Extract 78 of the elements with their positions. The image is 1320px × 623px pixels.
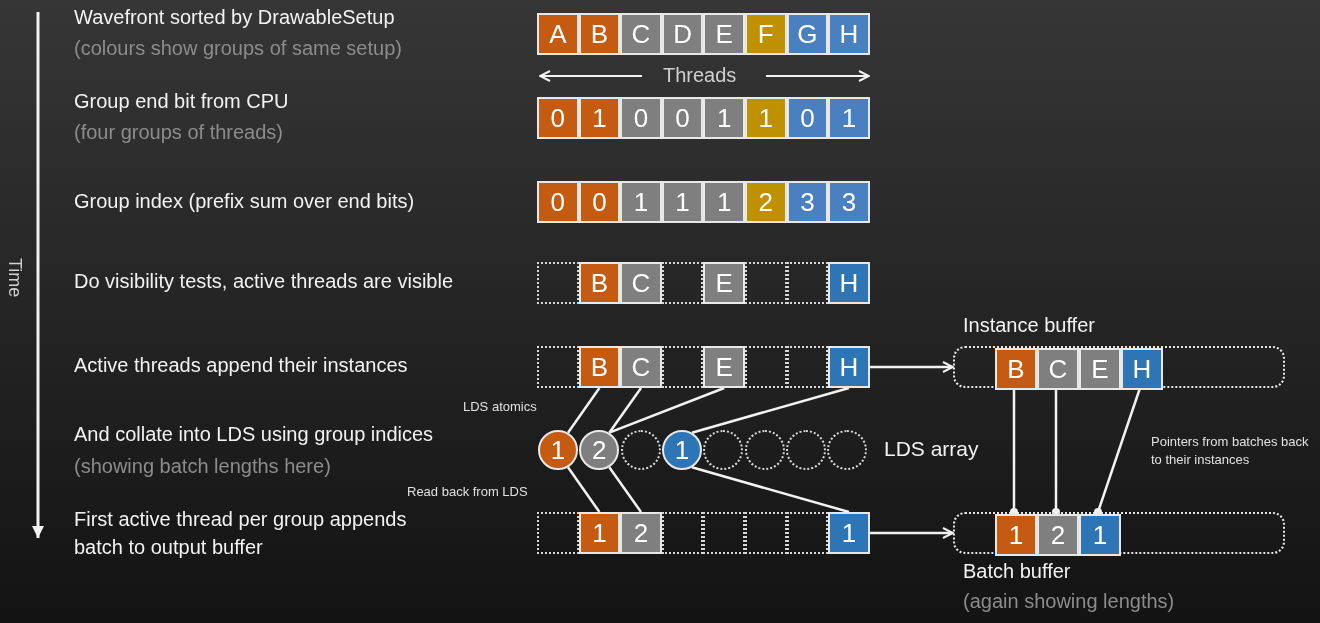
connector-line	[608, 387, 642, 434]
thread-cell: 0	[537, 97, 579, 139]
step-text: Group index (prefix sum over end bits)	[74, 190, 415, 213]
buffer-heading: Instance buffer	[963, 314, 1095, 337]
step-text: First active thread per group appends batch to output buffer	[74, 507, 408, 560]
thread-cell: E	[1079, 348, 1121, 390]
thread-cell: 1	[703, 97, 745, 139]
empty-slot	[745, 512, 787, 554]
thread-cell: A	[537, 13, 579, 55]
annotation: LDS atomics	[463, 400, 537, 415]
step-text: Active threads append their instances	[74, 354, 408, 377]
thread-cell: C	[620, 346, 662, 388]
connector-line	[566, 466, 601, 513]
axis-label: Threads	[663, 64, 737, 87]
thread-cell: 1	[1079, 514, 1121, 556]
connector-line	[608, 466, 642, 513]
thread-cell: 3	[786, 181, 829, 223]
thread-cell: 1	[703, 181, 745, 223]
empty-lds-slot	[827, 430, 868, 470]
thread-cell: D	[661, 13, 704, 55]
thread-cell: H	[828, 262, 870, 304]
thread-cell: C	[620, 13, 662, 55]
thread-cell: 1	[578, 97, 621, 139]
annotation: Read back from LDS	[407, 485, 528, 500]
empty-lds-slot	[744, 430, 785, 470]
step-text: Wavefront sorted by DrawableSetup	[74, 6, 395, 29]
thread-cell: E	[703, 262, 745, 304]
thread-cell: 1	[578, 512, 621, 554]
thread-cell: 0	[620, 97, 662, 139]
thread-cell: 1	[745, 97, 787, 139]
thread-cell: C	[1037, 348, 1079, 390]
empty-lds-slot	[785, 430, 826, 470]
thread-cell: 1	[661, 181, 704, 223]
connector-line	[566, 387, 601, 434]
step-text: Do visibility tests, active threads are visible	[74, 270, 454, 293]
step-note: (four groups of threads)	[74, 121, 283, 144]
thread-cell: 0	[578, 181, 621, 223]
thread-cell: H	[1121, 348, 1163, 390]
thread-cell: 1	[828, 97, 870, 139]
arrow	[869, 527, 954, 539]
connector-line	[691, 386, 850, 434]
lds-slot: 2	[579, 430, 620, 470]
thread-cell: G	[786, 13, 829, 55]
array-label: LDS array	[884, 437, 979, 462]
connector-line	[691, 466, 850, 514]
empty-slot	[703, 512, 745, 554]
thread-cell: B	[578, 346, 621, 388]
step-text: And collate into LDS using group indices	[74, 423, 434, 446]
thread-cell: 1	[828, 512, 870, 554]
thread-cell: H	[828, 346, 870, 388]
thread-cell: B	[578, 13, 621, 55]
thread-cell: H	[828, 13, 870, 55]
thread-cell: 2	[1037, 514, 1079, 556]
thread-cell: B	[578, 262, 621, 304]
thread-cell: E	[703, 13, 745, 55]
thread-cell: 2	[745, 181, 787, 223]
thread-cell: 0	[786, 97, 829, 139]
thread-cell: C	[620, 262, 662, 304]
thread-cell: 1	[995, 514, 1037, 556]
connector-line	[608, 386, 725, 434]
thread-cell: B	[995, 348, 1037, 390]
thread-cell: F	[745, 13, 787, 55]
step-text: Group end bit from CPU	[74, 90, 289, 113]
step-note: (showing batch lengths here)	[74, 455, 331, 478]
thread-cell: 3	[828, 181, 870, 223]
buffer-heading: Batch buffer	[963, 560, 1071, 583]
lds-slot: 1	[538, 430, 578, 470]
axis-label: Time	[4, 258, 25, 298]
arrow	[869, 361, 954, 373]
thread-cell: 0	[537, 181, 579, 223]
thread-cell: E	[703, 346, 745, 388]
thread-cell: 1	[620, 181, 662, 223]
thread-cell: 0	[661, 97, 704, 139]
buffer-note: (again showing lengths)	[963, 590, 1175, 613]
thread-cell: 2	[620, 512, 662, 554]
step-note: (colours show groups of same setup)	[74, 37, 402, 60]
lds-slot: 1	[661, 430, 702, 470]
annotation: Pointers from batches back to their instances	[1151, 433, 1310, 470]
